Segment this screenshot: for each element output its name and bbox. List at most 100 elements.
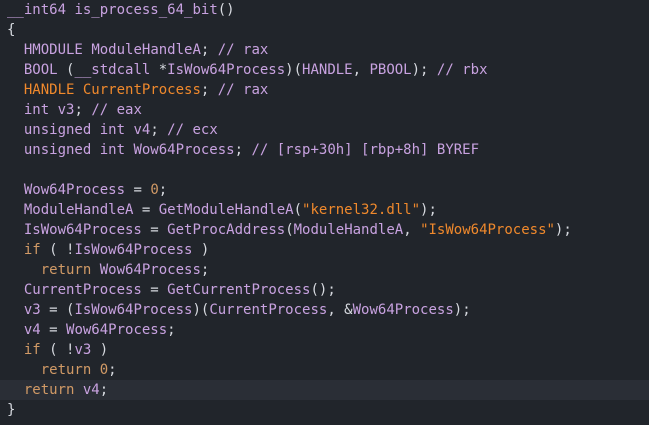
code-token: HMODULE xyxy=(23,42,83,58)
code-token: ( xyxy=(293,202,303,218)
code-line[interactable]: return Wow64Process; xyxy=(7,260,649,280)
code-token: , xyxy=(352,62,370,78)
code-line[interactable]: v4 = Wow64Process; xyxy=(7,320,649,340)
code-line[interactable] xyxy=(7,160,649,180)
code-line[interactable]: { xyxy=(7,20,649,40)
code-token: v3 xyxy=(74,342,92,358)
code-token: ( ! xyxy=(40,342,75,358)
code-line[interactable]: ModuleHandleA = GetModuleHandleA("kernel… xyxy=(7,200,649,220)
code-token: "IsWow64Process" xyxy=(420,222,555,238)
code-token: IsWow64Process xyxy=(23,222,142,238)
code-token: unsigned int xyxy=(23,122,126,138)
code-token: ; xyxy=(200,262,210,278)
code-token xyxy=(7,382,24,398)
code-token xyxy=(7,262,41,278)
code-line[interactable]: HMODULE ModuleHandleA; // rax xyxy=(7,40,649,60)
code-token: "kernel32.dll" xyxy=(302,202,421,218)
code-token: int xyxy=(23,102,50,118)
code-token xyxy=(7,362,41,378)
code-token xyxy=(7,282,24,298)
code-token: __int64 xyxy=(7,2,67,18)
code-line[interactable]: HANDLE CurrentProcess; // rax xyxy=(7,80,649,100)
code-line[interactable]: unsigned int v4; // ecx xyxy=(7,120,649,140)
code-token: if xyxy=(23,342,41,358)
code-token: unsigned int xyxy=(23,142,126,158)
code-token: ; xyxy=(234,142,252,158)
code-line[interactable]: return 0; xyxy=(7,360,649,380)
code-token: BOOL xyxy=(23,62,58,78)
code-token: = ( xyxy=(40,302,75,318)
code-line[interactable]: unsigned int Wow64Process; // [rsp+30h] … xyxy=(7,140,649,160)
code-token: v3 xyxy=(23,302,41,318)
code-token: { xyxy=(7,22,16,38)
code-token: IsWow64Process xyxy=(74,242,193,258)
code-token xyxy=(7,302,24,318)
code-token: if xyxy=(23,242,41,258)
code-token: // ecx xyxy=(167,122,218,138)
code-token: HANDLE xyxy=(302,62,353,78)
code-token: ); xyxy=(453,302,471,318)
code-token: } xyxy=(7,402,16,418)
code-token xyxy=(7,102,24,118)
code-token: // rax xyxy=(217,42,269,58)
code-line[interactable]: Wow64Process = 0; xyxy=(7,180,649,200)
code-token xyxy=(49,102,57,118)
code-token: PBOOL xyxy=(369,62,412,78)
code-token: ( ! xyxy=(40,242,75,258)
code-token: v3 xyxy=(57,102,75,118)
code-token xyxy=(7,62,24,78)
code-line[interactable]: if ( !v3 ) xyxy=(7,340,649,360)
code-token xyxy=(7,82,24,98)
code-token: ; xyxy=(158,182,168,198)
code-token: __stdcall xyxy=(74,62,151,78)
code-line[interactable]: IsWow64Process = GetProcAddress(ModuleHa… xyxy=(7,220,649,240)
code-token: = xyxy=(125,182,151,198)
code-token: is_process_64_bit xyxy=(74,2,218,18)
code-token: CurrentProcess xyxy=(82,82,201,98)
code-line[interactable]: if ( !IsWow64Process ) xyxy=(7,240,649,260)
code-line[interactable]: } xyxy=(7,400,649,420)
code-token: )( xyxy=(285,62,303,78)
code-token: ( xyxy=(285,222,294,238)
code-token: v4 xyxy=(82,382,100,398)
code-token: ) xyxy=(91,342,109,358)
code-token: ); xyxy=(554,222,572,238)
code-token: ; xyxy=(200,42,218,58)
code-line[interactable]: __int64 is_process_64_bit() xyxy=(7,0,649,20)
code-token xyxy=(91,262,99,278)
code-token: ModuleHandleA xyxy=(23,202,134,218)
code-token: * xyxy=(150,62,168,78)
code-token: GetModuleHandleA xyxy=(158,202,294,218)
code-token xyxy=(91,362,99,378)
code-token: ) xyxy=(192,242,210,258)
code-token: ( xyxy=(57,62,75,78)
code-token: , xyxy=(403,222,421,238)
code-token: ; xyxy=(108,362,117,378)
code-token: Wow64Process xyxy=(99,262,201,278)
code-token: = xyxy=(141,282,168,298)
code-token: // rbx xyxy=(436,62,488,78)
code-token xyxy=(7,122,24,138)
code-token: 0 xyxy=(150,182,159,198)
code-token: )( xyxy=(192,302,210,318)
code-token: IsWow64Process xyxy=(74,302,193,318)
code-token: return xyxy=(23,382,75,398)
code-line[interactable]: CurrentProcess = GetCurrentProcess(); xyxy=(7,280,649,300)
code-line[interactable]: BOOL (__stdcall *IsWow64Process)(HANDLE,… xyxy=(7,60,649,80)
code-token: ModuleHandleA xyxy=(91,42,201,58)
code-token xyxy=(7,222,24,238)
code-token: // eax xyxy=(91,102,142,118)
code-token: ; xyxy=(150,122,168,138)
code-line[interactable]: return v4; xyxy=(0,380,649,400)
code-line[interactable]: v3 = (IsWow64Process)(CurrentProcess, &W… xyxy=(7,300,649,320)
code-token: , & xyxy=(327,302,353,318)
code-token: return xyxy=(40,362,92,378)
code-token: // [rsp+30h] [rbp+8h] BYREF xyxy=(251,142,480,158)
code-line[interactable]: int v3; // eax xyxy=(7,100,649,120)
code-token: ); xyxy=(411,62,437,78)
code-token: ; xyxy=(99,382,109,398)
code-token: ; xyxy=(167,322,176,338)
code-token: HANDLE xyxy=(23,82,75,98)
code-token: v4 xyxy=(133,122,151,138)
